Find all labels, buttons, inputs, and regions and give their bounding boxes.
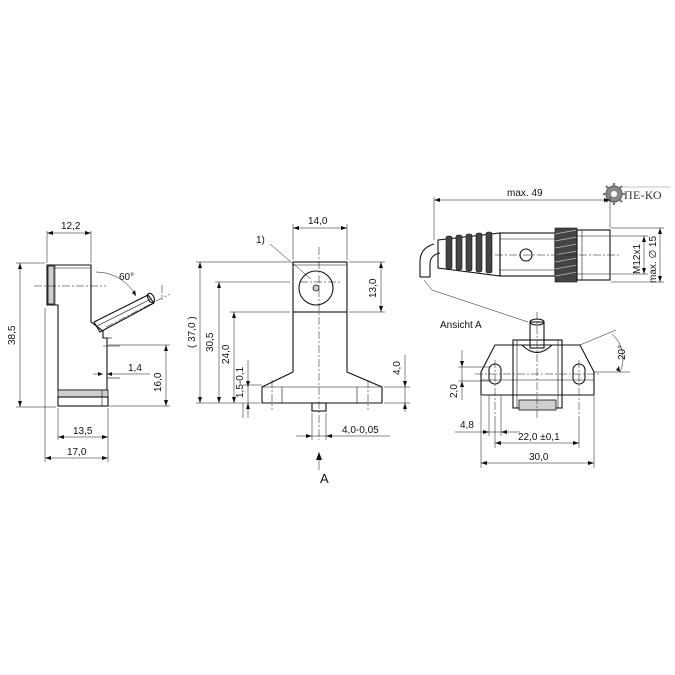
front-dim-1-5: 1,5-0,1 [235, 366, 246, 398]
side-dim-13-5: 13,5 [73, 426, 93, 437]
side-dim-16: 16,0 [153, 372, 164, 392]
side-dim-17: 17,0 [67, 447, 87, 458]
front-dim-14: 14,0 [308, 216, 328, 227]
front-view-arrow-label: A [320, 471, 329, 486]
gear-icon [603, 183, 625, 205]
view-a-dim-2: 2,0 [449, 384, 460, 398]
side-cable-stub [93, 292, 156, 333]
view-a-dim-30: 30,0 [529, 452, 549, 463]
view-a: Ansicht A 20° 2,0 [440, 312, 630, 468]
side-dim-height-total: 38,5 [7, 325, 18, 345]
view-a-dim-4-8: 4,8 [460, 420, 474, 431]
side-dim-width-top: 12,2 [61, 221, 81, 232]
front-dim-13: 13,0 [368, 278, 379, 298]
view-a-dim-22: 22,0 ±0,1 [518, 432, 560, 443]
connector-view: max. 49 M12x1 max. ∅ 15 [419, 188, 664, 323]
front-dim-24: 24,0 [221, 344, 232, 364]
company-logo: ПЕ-КО [603, 183, 670, 205]
front-view: 1) 14,0 13,0 ( 37,0 ) 30,5 24,0 1,5-0,1 [187, 216, 410, 486]
side-view: 12,2 38,5 60° 1,4 16,0 13,5 17,0 [7, 221, 171, 462]
side-dim-angle: 60° [119, 272, 134, 283]
connector-dim-maxdia: max. ∅ 15 [648, 236, 659, 283]
logo-text: ПЕ-КО [624, 188, 662, 202]
front-dim-4-005: 4,0-0,05 [342, 425, 379, 436]
view-a-title: Ansicht A [440, 320, 482, 331]
front-dim-4: 4,0 [392, 361, 403, 375]
front-note: 1) [256, 235, 265, 246]
side-dim-1-4: 1,4 [128, 363, 142, 374]
front-dim-30-5: 30,5 [205, 332, 216, 352]
connector-dim-max49: max. 49 [507, 188, 543, 199]
connector-dim-thread: M12x1 [632, 244, 643, 274]
view-a-dim-angle: 20° [617, 345, 628, 360]
front-dim-37: ( 37,0 ) [187, 316, 198, 348]
